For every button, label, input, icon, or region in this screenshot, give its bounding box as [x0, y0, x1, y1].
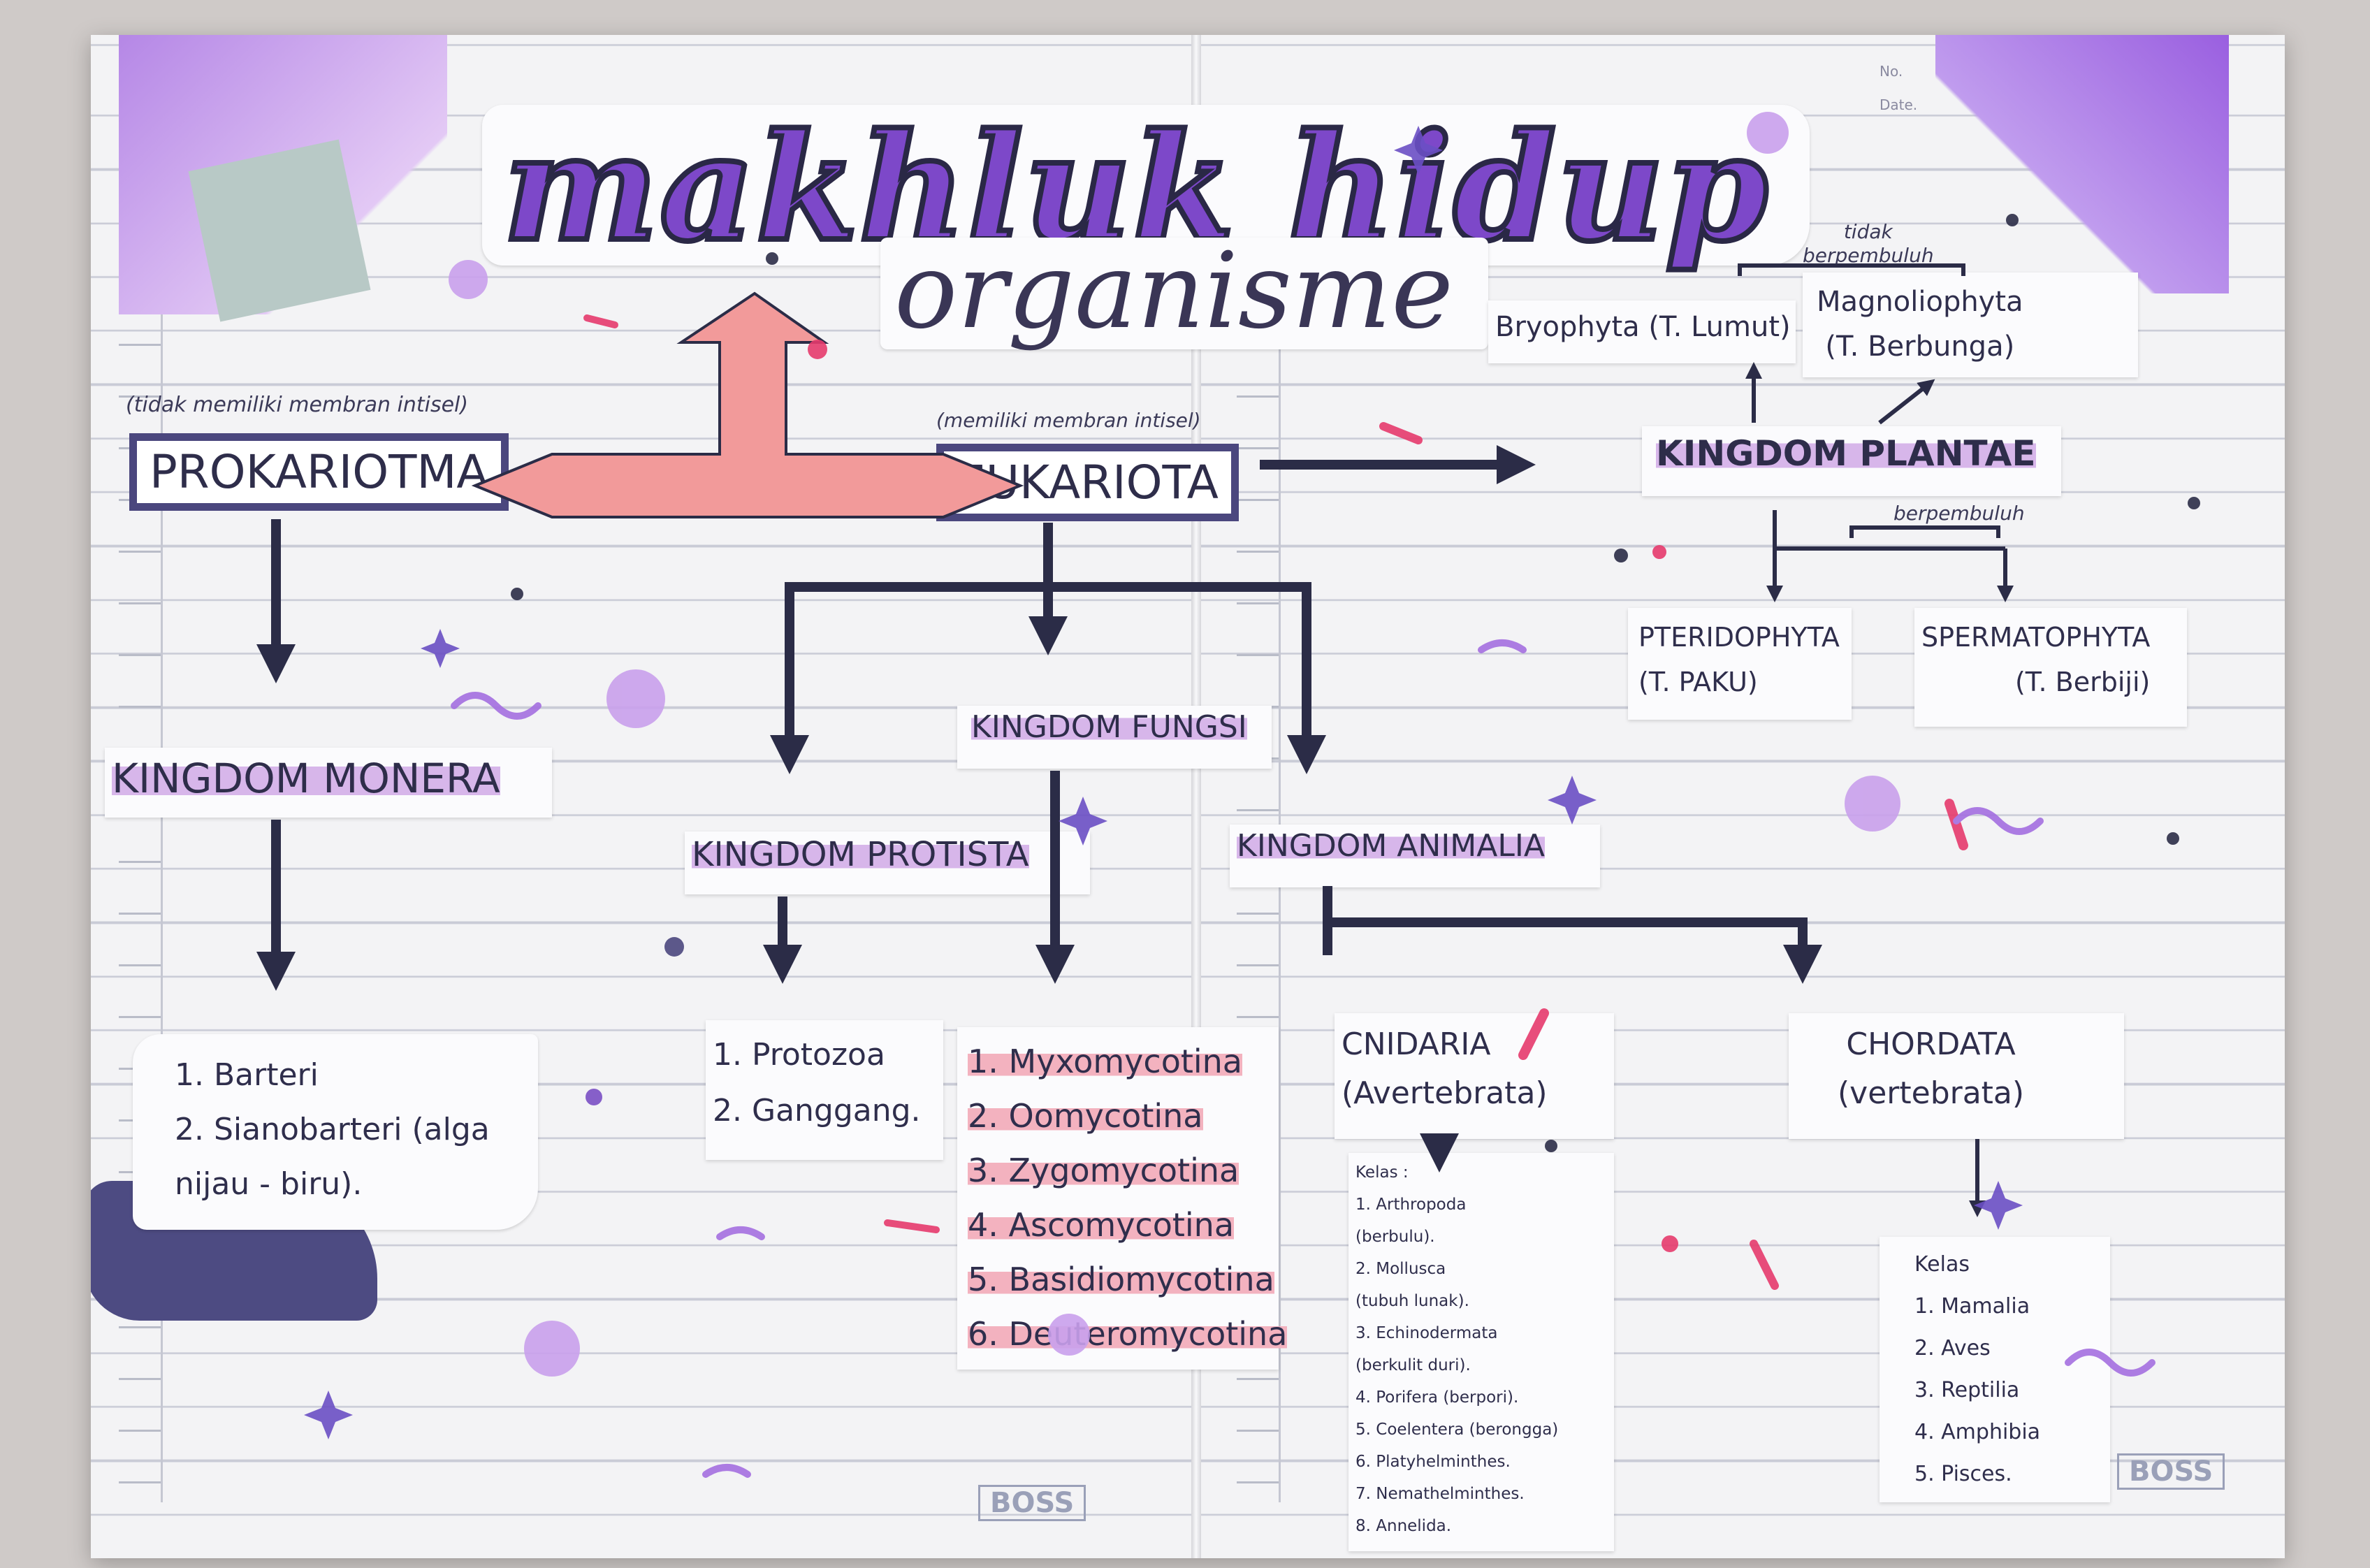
- list-item: 1. Arthropoda: [1355, 1196, 1467, 1214]
- subtitle: organisme: [894, 231, 1454, 352]
- cnidaria-card: [1335, 1013, 1614, 1139]
- kingdom-animalia: KINGDOM ANIMALIA: [1237, 828, 1545, 864]
- bryophyta-label: Bryophyta (T. Lumut): [1495, 311, 1791, 343]
- confetti: [304, 112, 2200, 1478]
- fungsi-list-card: [957, 1027, 1279, 1370]
- page-no-mark: No.: [1880, 63, 1903, 80]
- list-item: 8. Annelida.: [1355, 1517, 1452, 1535]
- protista-list: 1. Protozoa 2. Ganggang.: [713, 1027, 921, 1139]
- list-item: Kelas: [1914, 1252, 1970, 1277]
- list-item: Kelas :: [1355, 1163, 1409, 1182]
- spermatophyta-label: SPERMATOPHYTA (T. Berbiji): [1921, 622, 2151, 697]
- kingdom-fungsi: KINGDOM FUNGSI: [971, 709, 1247, 745]
- prokariota-note: (tidak memiliki membran intisel): [126, 393, 469, 417]
- list-item: 1. Barteri: [175, 1057, 319, 1093]
- pteridophyta-label: PTERIDOPHYTA (T. PAKU): [1638, 622, 1840, 697]
- kingdom-protista: KINGDOM PROTISTA: [692, 835, 1029, 874]
- list-item: 6. Deuteromycotina: [968, 1315, 1288, 1353]
- list-item: 5. Pisces.: [1914, 1462, 2012, 1486]
- notebook-spread: No. Date. makhluk hidup organisme (tidak…: [91, 35, 2285, 1558]
- chordata-card: [1789, 1013, 2124, 1139]
- magnoliophyta-card: [1803, 273, 2138, 377]
- kingdom-plantae: KINGDOM PLANTAE: [1656, 433, 2036, 474]
- list-item: (berkulit duri).: [1355, 1356, 1471, 1374]
- berpembuluh-bracket: [1849, 525, 2000, 538]
- list-item: 2. Oomycotina: [968, 1097, 1203, 1135]
- page-date-mark: Date.: [1880, 96, 1918, 113]
- brand-logo-right: BOSS: [2117, 1453, 2225, 1490]
- chordata-label: CHORDATA (vertebrata): [1838, 1026, 2025, 1111]
- vertebrata-class-card: [1880, 1237, 2110, 1502]
- list-item: 2. Sianobarteri (alga: [175, 1112, 490, 1147]
- list-item: 6. Platyhelminthes.: [1355, 1453, 1511, 1471]
- protista-list-card: [706, 1020, 943, 1160]
- list-item: nijau - biru).: [175, 1166, 363, 1202]
- list-item: 2. Mollusca: [1355, 1260, 1446, 1278]
- tidak-bracket: [1738, 263, 1965, 276]
- list-item: 4. Amphibia: [1914, 1420, 2041, 1444]
- list-item: 3. Echinodermata: [1355, 1324, 1498, 1342]
- corner-paint-right: [1935, 35, 2229, 293]
- plantae-to-magnoliophyta-arrow: [1878, 379, 1935, 425]
- eukariota-note: (memiliki membran intisel): [936, 409, 1201, 432]
- list-item: 1. Mamalia: [1914, 1294, 2030, 1319]
- tidak-berpembuluh-note: tidak berpembuluh: [1803, 220, 1934, 267]
- list-item: 2. Ganggang.: [713, 1093, 921, 1128]
- magnoliophyta-label: Magnoliophyta (T. Berbunga): [1817, 286, 2023, 363]
- list-item: 4. Ascomycotina: [968, 1206, 1235, 1244]
- list-item: 1. Protozoa: [713, 1037, 885, 1073]
- subtitle-card: [880, 238, 1488, 349]
- list-item: 3. Zygomycotina: [968, 1152, 1239, 1189]
- list-item: (tubuh lunak).: [1355, 1292, 1469, 1310]
- monera-list: 1. Barteri 2. Sianobarteri (alga nijau -…: [175, 1048, 490, 1212]
- bryophyta-card: [1488, 300, 1796, 363]
- brand-logo-left: BOSS: [978, 1485, 1086, 1521]
- kingdom-monera: KINGDOM MONERA: [112, 755, 500, 802]
- berpembuluh-note: berpembuluh: [1893, 502, 2025, 525]
- avertebrata-class-card: [1348, 1153, 1614, 1551]
- vertebrata-classes: Kelas 1. Mamalia 2. Aves 3. Reptilia 4. …: [1914, 1244, 2040, 1495]
- spermatophyta-card: [1914, 608, 2187, 727]
- connector-layer: [256, 112, 2200, 1478]
- cnidaria-label: CNIDARIA (Avertebrata): [1342, 1026, 1548, 1111]
- list-item: 1. Myxomycotina: [968, 1043, 1242, 1080]
- list-item: 3. Reptilia: [1914, 1378, 2020, 1402]
- monera-list-card: [133, 1034, 538, 1230]
- list-item: 4. Porifera (berpori).: [1355, 1388, 1519, 1407]
- list-item: 2. Aves: [1914, 1336, 1991, 1360]
- fungsi-list: 1. Myxomycotina 2. Oomycotina 3. Zygomyc…: [968, 1034, 1288, 1361]
- list-item: 7. Nemathelminthes.: [1355, 1485, 1525, 1503]
- prokariota-box: PROKARIOTMA: [129, 433, 509, 511]
- avertebrata-classes: Kelas : 1. Arthropoda (berbulu). 2. Moll…: [1355, 1156, 1558, 1542]
- pteridophyta-card: [1628, 608, 1852, 720]
- list-item: 5. Coelentera (berongga): [1355, 1421, 1559, 1439]
- list-item: (berbulu).: [1355, 1228, 1435, 1246]
- list-item: 5. Basidiomycotina: [968, 1261, 1274, 1298]
- split-arrow: [471, 291, 1024, 518]
